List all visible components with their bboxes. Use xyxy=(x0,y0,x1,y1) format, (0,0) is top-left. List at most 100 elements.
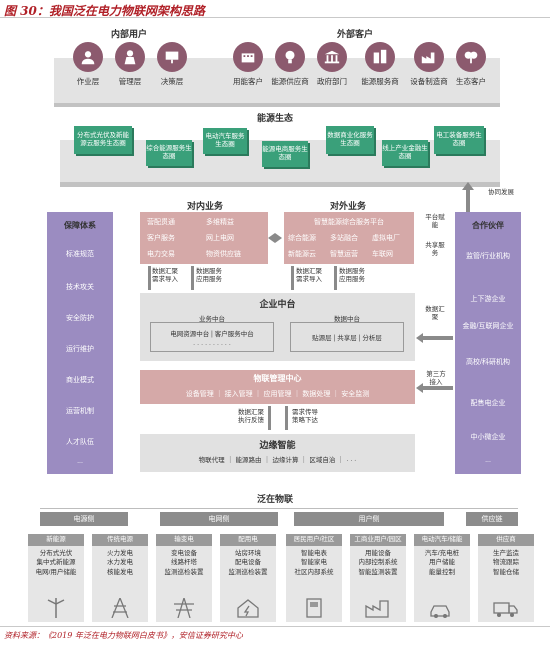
internal-business-item: 物资供应链 xyxy=(206,251,241,258)
note-shared-service: 共享服务 xyxy=(425,242,445,258)
note-platform-enable: 平台赋能 xyxy=(425,214,445,230)
card-head: 供应商 xyxy=(478,534,534,546)
arrow-shaft xyxy=(334,266,337,290)
internal-users-title: 内部用户 xyxy=(110,29,147,39)
flow-label: 数据服务 应用服务 xyxy=(196,268,222,284)
edge-layer xyxy=(140,434,415,472)
card-line: 能量控制 xyxy=(429,568,455,576)
ecosystem-title: 能源生态 xyxy=(256,113,293,123)
card-line: 用户储能 xyxy=(429,559,455,567)
card-head: 输变电 xyxy=(156,534,212,546)
category-grid-side: 电网侧 xyxy=(160,512,278,526)
card-line: 核能发电 xyxy=(107,568,133,576)
person-icon xyxy=(115,42,145,72)
partner-item: ... xyxy=(485,457,491,464)
flow-label: 数据汇聚 需求导入 xyxy=(296,268,322,284)
note-third-party: 第三方接入 xyxy=(426,371,446,387)
arrow-shaft xyxy=(191,266,194,290)
ecosystem-platform-edge xyxy=(60,182,500,187)
footer-divider xyxy=(0,626,550,627)
device-card: 工商业用户/园区 用能设备 内部控制系统 智能监测装置 xyxy=(350,534,406,622)
power-tower-icon xyxy=(111,598,129,618)
edge-item: 物联代理 xyxy=(198,457,225,464)
icon-label: 设备制造商 xyxy=(410,77,448,86)
iot-item: 数据处理 xyxy=(302,391,331,398)
eco-block-finance: 线上产业金融生态圈 xyxy=(382,140,428,166)
platform-ellipsis: · · · · · · · · · · xyxy=(193,341,231,348)
icon-item-operation: 作业层 xyxy=(73,42,115,87)
card-head: 电动汽车/储能 xyxy=(414,534,470,546)
external-business-item: 车联网 xyxy=(372,251,393,258)
data-platform-box xyxy=(290,322,404,352)
users-platform-edge xyxy=(54,103,500,107)
buildings-icon xyxy=(365,42,395,72)
data-platform-items: 贴源层 | 共享层 | 分析层 xyxy=(312,335,382,342)
charging-car-icon xyxy=(430,605,450,618)
device-card: 输变电 变电设备 线路杆塔 监测巡检装置 xyxy=(156,534,212,622)
card-line: 配电设备 xyxy=(235,559,261,567)
internal-business-item: 电力交易 xyxy=(147,251,175,258)
card-line: 火力发电 xyxy=(107,550,133,557)
card-line: 智能电表 xyxy=(301,550,327,557)
device-card: 电动汽车/储能 汽车/充电桩 用户储能 能量控制 xyxy=(414,534,470,622)
card-head: 居民用户/社区 xyxy=(286,534,342,546)
card-line: 智能仓储 xyxy=(493,568,519,576)
iot-item: 应用管理 xyxy=(263,391,292,398)
guarantee-item: ... xyxy=(77,458,83,465)
partner-panel: 合作伙伴 xyxy=(455,212,521,474)
note-data-gather: 数据汇聚 xyxy=(425,306,445,322)
guarantee-item: 技术攻关 xyxy=(66,284,94,291)
figure-title: 图 30：我国泛在电力物联网架构思路 xyxy=(4,4,205,18)
external-business-title: 对外业务 xyxy=(329,201,366,211)
guarantee-item: 商业模式 xyxy=(66,377,94,384)
arrow-left-icon xyxy=(416,383,423,393)
internal-business-item: 网上电网 xyxy=(206,235,234,242)
partner-item: 上下游企业 xyxy=(470,296,506,303)
people-icon xyxy=(233,42,263,72)
house-lightning-icon xyxy=(237,599,259,618)
category-user-side: 用户侧 xyxy=(294,512,444,526)
icon-label: 管理层 xyxy=(118,77,142,86)
internal-business-item: 客户服务 xyxy=(147,235,175,242)
category-power-side: 电源侧 xyxy=(40,512,128,526)
icon-label: 用能客户 xyxy=(233,77,263,86)
card-head: 传统电源 xyxy=(92,534,148,546)
title-divider xyxy=(0,17,550,18)
card-line: 社区内部系统 xyxy=(294,568,334,576)
enterprise-platform xyxy=(140,293,415,361)
card-head: 工商业用户/园区 xyxy=(350,534,406,546)
card-line: 生产监造 xyxy=(493,550,519,557)
meter-icon xyxy=(306,598,322,618)
device-card: 居民用户/社区 智能电表 智能家电 社区内部系统 xyxy=(286,534,342,622)
internal-business-title: 对内业务 xyxy=(186,201,223,211)
arrow-shaft xyxy=(148,266,151,290)
device-card: 供应商 生产监造 物流跟踪 智能仓储 xyxy=(478,534,534,622)
factory-icon xyxy=(414,42,444,72)
arrow-shaft xyxy=(268,406,271,430)
flow-label: 数据服务 应用服务 xyxy=(339,268,365,284)
icon-item-energy-service: 能源服务商 xyxy=(361,42,407,87)
bulb-icon xyxy=(275,42,305,72)
icon-item-energy-supplier: 能源供应商 xyxy=(271,42,317,87)
flow-label: 数据汇聚 需求导入 xyxy=(152,268,178,284)
board-icon xyxy=(157,42,187,72)
guarantee-item: 标准规范 xyxy=(66,251,94,258)
partner-item: 高校/科研机构 xyxy=(466,359,510,366)
platform-item: 分析层 xyxy=(362,335,382,342)
edge-item: 能源路由 xyxy=(235,457,262,464)
card-line: 监测巡检装置 xyxy=(228,568,268,576)
card-line: 监测巡检装置 xyxy=(164,568,204,576)
truck-icon xyxy=(493,602,518,617)
external-business-item: 多站融合 xyxy=(330,235,358,242)
card-line: 分布式光伏 xyxy=(39,550,73,557)
guarantee-item: 人才队伍 xyxy=(66,439,94,446)
guarantee-item: 运行维护 xyxy=(66,346,94,353)
guarantee-item: 运营机制 xyxy=(66,408,94,415)
external-business-item: 综合能源 xyxy=(288,235,316,242)
icon-label: 作业层 xyxy=(76,77,100,86)
edge-item: · · · xyxy=(346,457,357,464)
edge-items: 物联代理 ｜ 能源路由 ｜ 边缘计算 ｜ 区域自治 ｜ · · · xyxy=(198,457,357,464)
internal-business-box xyxy=(140,212,268,264)
guarantee-panel: 保障体系 xyxy=(47,212,113,474)
partner-title: 合作伙伴 xyxy=(472,221,504,230)
